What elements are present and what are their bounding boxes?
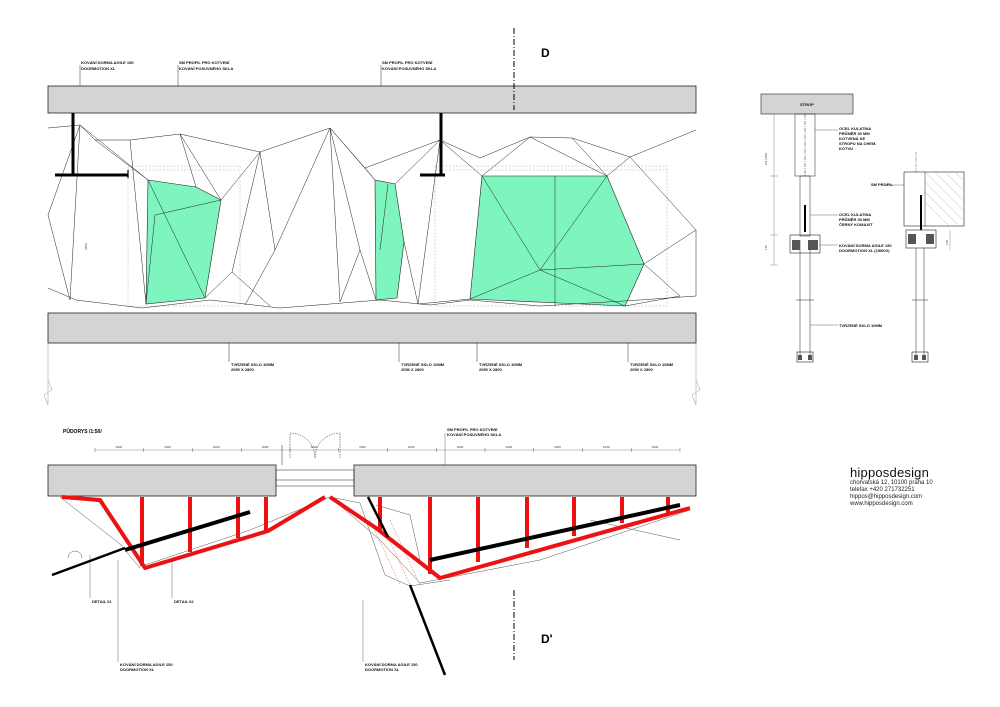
brand-email[interactable]: hippos@hipposdesign.com [850, 494, 923, 500]
sm-profil-label: SM PROFIL [871, 182, 893, 187]
floor-band [47, 312, 697, 344]
brand-block: hipposdesign chorvatská 12, 10100 praha … [850, 465, 990, 508]
plan-title: PŮDORYS /1:50/ [63, 427, 102, 435]
glass-label-4: TVRZENÉ SKLO 10MM [630, 362, 674, 367]
glass-label-1: TVRZENÉ SKLO 10MM [231, 362, 275, 367]
plan-dim-value: 1000 [310, 445, 317, 449]
plan-posuvne-label: KOVÁNÍ POSUVNÉHO SKLA [447, 432, 501, 437]
door-outlines [127, 165, 668, 307]
plan-wall-right [353, 464, 697, 497]
black-sliding-lines [51, 496, 447, 676]
rod-label-line: STROPU NA CHEM. [839, 141, 876, 146]
plan-dim-value: 1000 [262, 445, 269, 449]
label-dorma-1: KOVÁNÍ DORMA AGILE 150 [81, 60, 134, 65]
plan-wall-left [47, 464, 277, 497]
elevation-view: D KOVÁNÍ DORMA AGILE 150 DOORMOTION XL S… [43, 28, 701, 406]
label-sm-profil-1: SM PROFIL PRO KOTVENÍ [179, 60, 230, 65]
break-marks [43, 343, 701, 406]
plan-dim-value: 1000 [603, 445, 610, 449]
section-detail: STROP OS 1250 125 [760, 93, 965, 363]
rod2-label-line: OCEL KULATINA [839, 212, 871, 217]
height-dimension: 2650 [84, 243, 88, 250]
plan-dim-value: 1000 [408, 445, 415, 449]
brand-phone: telefax +420 271732251 [850, 487, 915, 493]
dim-125: 125 [764, 245, 768, 250]
section-leaders [810, 129, 838, 326]
plan-doormotion-label-2: DOORMOTION XL [365, 667, 400, 672]
plan-dim-value: 1000 [359, 445, 366, 449]
label-doormotion-1: DOORMOTION XL [81, 66, 116, 71]
red-frame-left [61, 495, 327, 570]
plan-dim-value: 1000 [164, 445, 171, 449]
glass-panel-1 [145, 179, 222, 305]
plan-sm-profil-label: SM PROFIL PRO KOTVENÍ [447, 427, 498, 432]
glass-size-1: 2050 X 2800 [231, 367, 254, 372]
plan-dim-value: 1000 [213, 445, 220, 449]
plan-dim-ticks [94, 448, 681, 452]
plan-dorma-label-2: KOVÁNÍ DORMA AGILE 150 [365, 662, 418, 667]
ceiling-hangers [55, 113, 445, 177]
sm-profil-detail: SM PROFIL 125 [871, 152, 965, 363]
fitting-label-2: DOORMOTION XL (150KG) [839, 248, 890, 253]
black-glass-lines [124, 503, 681, 562]
detail-02-label: DETAIL 02 [174, 599, 194, 604]
glass-panel-2 [374, 179, 405, 301]
label-posuvne-1: KOVÁNÍ POSUVNÉHO SKLA [179, 66, 233, 71]
glass-label-2: TVRZENÉ SKLO 10MM [401, 362, 445, 367]
dim-125-b: 125 [945, 240, 949, 245]
glass-size-4: 2050 X 2800 [630, 367, 653, 372]
glass-label-3: TVRZENÉ SKLO 10MM [479, 362, 523, 367]
brand-web[interactable]: www.hipposdesign.com [850, 501, 913, 507]
strop-label: STROP [800, 102, 814, 107]
fitting [789, 234, 821, 363]
rod2-label-line: PRŮMĚR 30 MM [839, 217, 870, 222]
brand-name: hipposdesign [850, 465, 930, 480]
plan-dim-value: 1000 [457, 445, 464, 449]
plan-dim-value: 1000 [554, 445, 561, 449]
plan-dorma-label-1: KOVÁNÍ DORMA AGILE 150 [120, 662, 173, 667]
glass-size-2: 2050 X 2800 [401, 367, 424, 372]
rod-label: OCEL KULATINA PRŮMĚR 30 MM KOTVENÁ KE ST… [839, 126, 876, 151]
faceted-mesh [47, 124, 697, 309]
plan-dim-value: 1000 [652, 445, 659, 449]
brand-address: chorvatská 12, 10100 praha 10 [850, 480, 933, 486]
rod-label-line: PRŮMĚR 30 MM [839, 131, 870, 136]
label-posuvne-2: KOVÁNÍ POSUVNÉHO SKLA [382, 66, 436, 71]
detail-01-label: DETAIL 01 [92, 599, 112, 604]
plan-dim-value: 1000 [115, 445, 122, 449]
section-dims [770, 114, 778, 266]
rod-label-line: KOTVU [839, 146, 853, 151]
ceiling-band [47, 85, 697, 114]
section-mark-d-prime: D' [541, 632, 553, 646]
rod [794, 113, 816, 360]
rod-label-line: OCEL KULATINA [839, 126, 871, 131]
glass-size-3: 2050 X 2800 [479, 367, 502, 372]
elevation-top-labels: KOVÁNÍ DORMA AGILE 150 DOORMOTION XL SM … [79, 60, 436, 86]
glass-panel-3 [469, 175, 645, 307]
plan-dim-value: 1000 [505, 445, 512, 449]
label-sm-profil-2: SM PROFIL PRO KOTVENÍ [382, 60, 433, 65]
door-opening [275, 432, 355, 487]
rod2-label-line: ČERNÝ KOMAXIT [839, 222, 873, 227]
section-glass-label: TVRZENÉ SKLO 10MM [839, 323, 883, 328]
plan-doormotion-label-1: DOORMOTION XL [120, 667, 155, 672]
plan-dim-texts: 1000 1000 1000 1000 1000 1000 1000 1000 1000 1000… [115, 445, 658, 449]
rod-label-line: KOTVENÁ KE [839, 136, 866, 141]
fitting-label-1: KOVÁNÍ DORMA AGILE 150 [839, 243, 892, 248]
red-frame-right [328, 495, 691, 580]
glass-labels: TVRZENÉ SKLO 10MM 2050 X 2800 TVRZENÉ SK… [228, 343, 674, 372]
section-mark-d: D [541, 46, 550, 60]
rod-label-2: OCEL KULATINA PRŮMĚR 30 MM ČERNÝ KOMAXIT [839, 212, 873, 227]
dim-os: OS 1250 [764, 153, 768, 165]
